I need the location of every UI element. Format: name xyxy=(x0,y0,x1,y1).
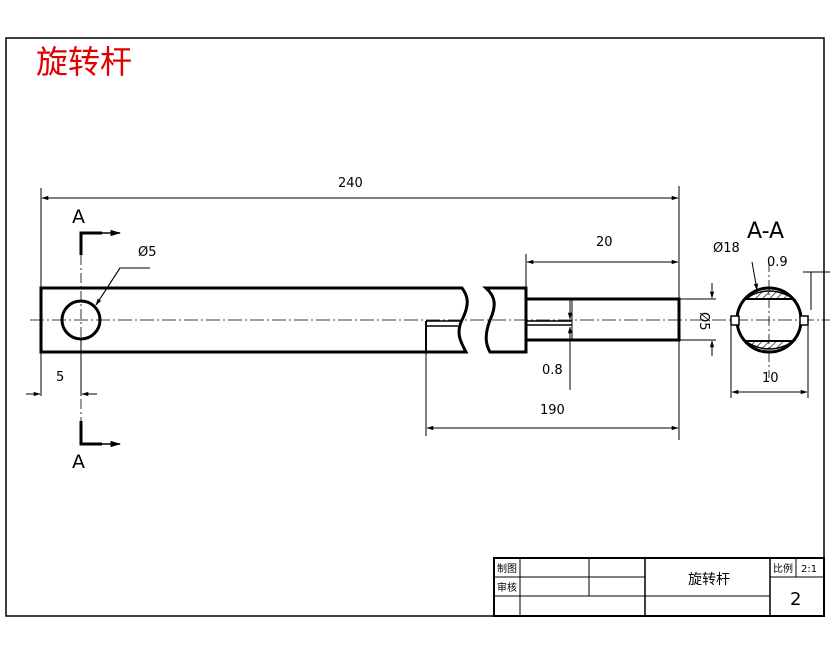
title-block-part-name: 旋转杆 xyxy=(688,572,730,588)
title-block-sheet-number: 2 xyxy=(790,589,801,610)
title-block xyxy=(493,557,825,617)
section-label-top: A xyxy=(72,206,85,228)
dim-reduced-length: 190 xyxy=(540,403,565,418)
dimension-lines xyxy=(26,186,716,440)
dim-flat-depth: 0.9 xyxy=(767,255,788,270)
dim-overall-length: 240 xyxy=(338,176,363,191)
rod-right-body xyxy=(482,286,528,354)
section-cut-marks xyxy=(79,229,122,448)
dim-groove-depth: 0.8 xyxy=(542,363,563,378)
rod-left-body xyxy=(39,286,469,354)
dim-flat-width: 10 xyxy=(762,371,779,386)
title-block-scale-label: 比例 xyxy=(773,562,793,575)
section-view-title: A-A xyxy=(747,219,784,244)
dim-hole-dia: Ø5 xyxy=(138,245,157,260)
title-block-scale-value: 2:1 xyxy=(801,564,817,575)
dim-hole-offset: 5 xyxy=(56,370,64,385)
dim-journal-dia: Ø5 xyxy=(696,312,711,331)
section-view: A-A xyxy=(730,219,830,398)
dim-journal-length: 20 xyxy=(596,235,613,250)
dim-section-dia: Ø18 xyxy=(713,241,740,256)
drawing-frame xyxy=(5,37,825,617)
title-block-checked-label: 审核 xyxy=(497,581,517,594)
title-block-drawn-label: 制图 xyxy=(497,562,517,575)
rod-journal xyxy=(524,297,681,342)
drawing-title: 旋转杆 xyxy=(36,43,132,81)
section-label-bottom: A xyxy=(72,451,85,473)
